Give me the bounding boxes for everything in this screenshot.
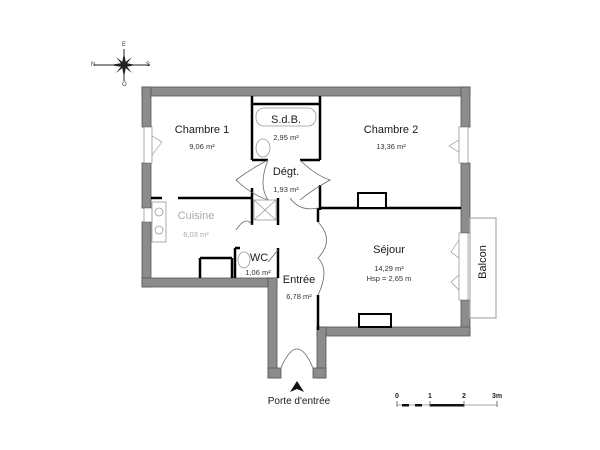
radiators [357,192,392,328]
interior-partitions [151,96,461,330]
room-chambre1-name: Chambre 1 [174,124,230,136]
room-sejour-name: Séjour [373,244,405,256]
entrance-label: Porte d'entrée [267,396,331,407]
compass-south-label: S [146,62,151,68]
room-chambre1-area: 9,06 m² [189,142,215,151]
room-chambre2-area: 13,36 m² [376,142,406,151]
room-sdb-area: 2,95 m² [273,133,299,142]
stove-icon [154,207,164,217]
toilet-icon [237,251,251,269]
room-wc-name: WC [249,252,269,264]
room-degt-name: Dégt. [272,166,300,178]
scale-tick-3: 3m [491,393,503,400]
window-swings [151,135,460,291]
room-balcon-name: Balcon [477,245,489,279]
compass-rose-icon [94,49,150,81]
room-chambre2-name: Chambre 2 [363,124,419,136]
bathtub-icon [255,107,317,127]
room-cuisine-name: Cuisine [177,210,215,222]
sink-icon [255,138,271,158]
room-wc-area: 1,06 m² [245,268,271,277]
balcony-outline [469,217,497,319]
room-sdb-name: S.d.B. [271,114,301,126]
room-sejour-area: 14,29 m² [374,264,404,273]
door-swings [235,159,331,369]
closet-x-icon [253,199,277,221]
compass-north-label: N [91,62,96,68]
fixtures [151,107,317,269]
kitchen-counter-icon [151,201,167,243]
scale-bar [396,401,498,407]
room-sejour-height: Hsp = 2,65 m [366,274,412,283]
scale-tick-2: 2 [462,393,466,400]
room-entree-area: 6,78 m² [286,292,312,301]
room-cuisine-area: 6,03 m² [183,230,209,239]
scale-tick-0: 0 [395,393,399,400]
entrance-arrow-icon [290,381,304,392]
scale-tick-1: 1 [428,393,432,400]
compass-east-label: E [122,42,127,48]
windows [143,126,469,301]
compass-west-label: O [122,82,127,88]
room-degt-area: 1,93 m² [273,185,299,194]
room-entree-name: Entrée [282,274,316,286]
